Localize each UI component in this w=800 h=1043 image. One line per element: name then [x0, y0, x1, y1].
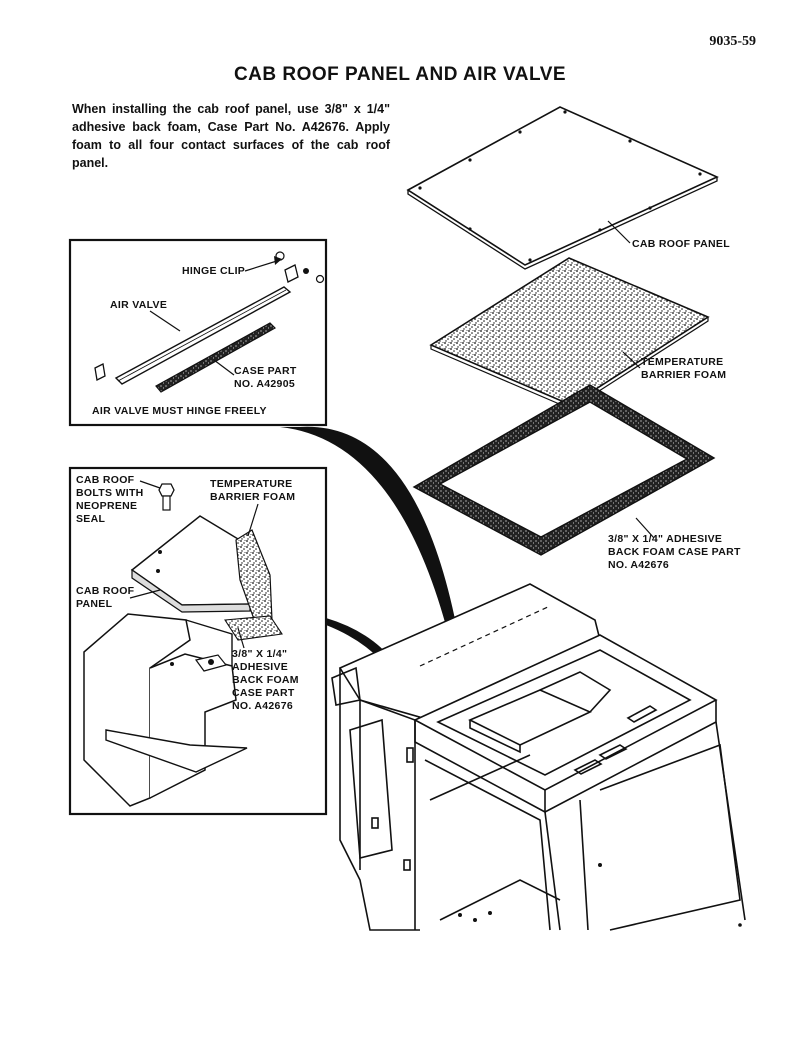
connector-arc-upper — [280, 426, 460, 645]
label-cab-roof-panel: CAB ROOF PANEL — [632, 238, 730, 250]
intro-text: When installing the cab roof panel, use … — [72, 102, 390, 170]
page-title: CAB ROOF PANEL AND AIR VALVE — [233, 64, 567, 85]
connector-arc-lower — [326, 618, 418, 712]
label-section-barrier-foam: TEMPERATURE BARRIER FOAM — [210, 478, 296, 503]
adhesive-foam-frame — [412, 384, 716, 556]
label-hinge-note: AIR VALVE MUST HINGE FREELY — [92, 405, 267, 417]
adhesive-frame-leader — [635, 517, 655, 539]
air-valve-detail-box — [68, 238, 328, 427]
label-roof-bolts: CAB ROOF BOLTS WITH NEOPRENE SEAL — [76, 474, 144, 525]
temperature-barrier-foam — [429, 257, 710, 410]
roof-panel-leader — [607, 220, 631, 244]
barrier-foam-leader — [622, 351, 641, 369]
label-section-roof-panel: CAB ROOF PANEL — [76, 585, 135, 610]
label-adhesive-foam: 3/8" X 1/4" ADHESIVE BACK FOAM CASE PART… — [608, 533, 741, 571]
cab-fasteners — [458, 863, 742, 927]
label-case-part-a42905: CASE PART NO. A42905 — [234, 365, 297, 390]
label-air-valve: AIR VALVE — [110, 299, 168, 311]
label-section-adhesive-foam: 3/8" X 1/4" ADHESIVE BACK FOAM CASE PART… — [232, 648, 299, 712]
label-barrier-foam: TEMPERATURE BARRIER FOAM — [641, 356, 727, 381]
cab-assembly — [331, 583, 746, 931]
section-detail-box — [68, 466, 328, 816]
page-number: 9035-59 — [709, 34, 756, 49]
label-hinge-clip: HINGE CLIP — [182, 265, 246, 277]
cab-roof-panel — [406, 106, 719, 270]
